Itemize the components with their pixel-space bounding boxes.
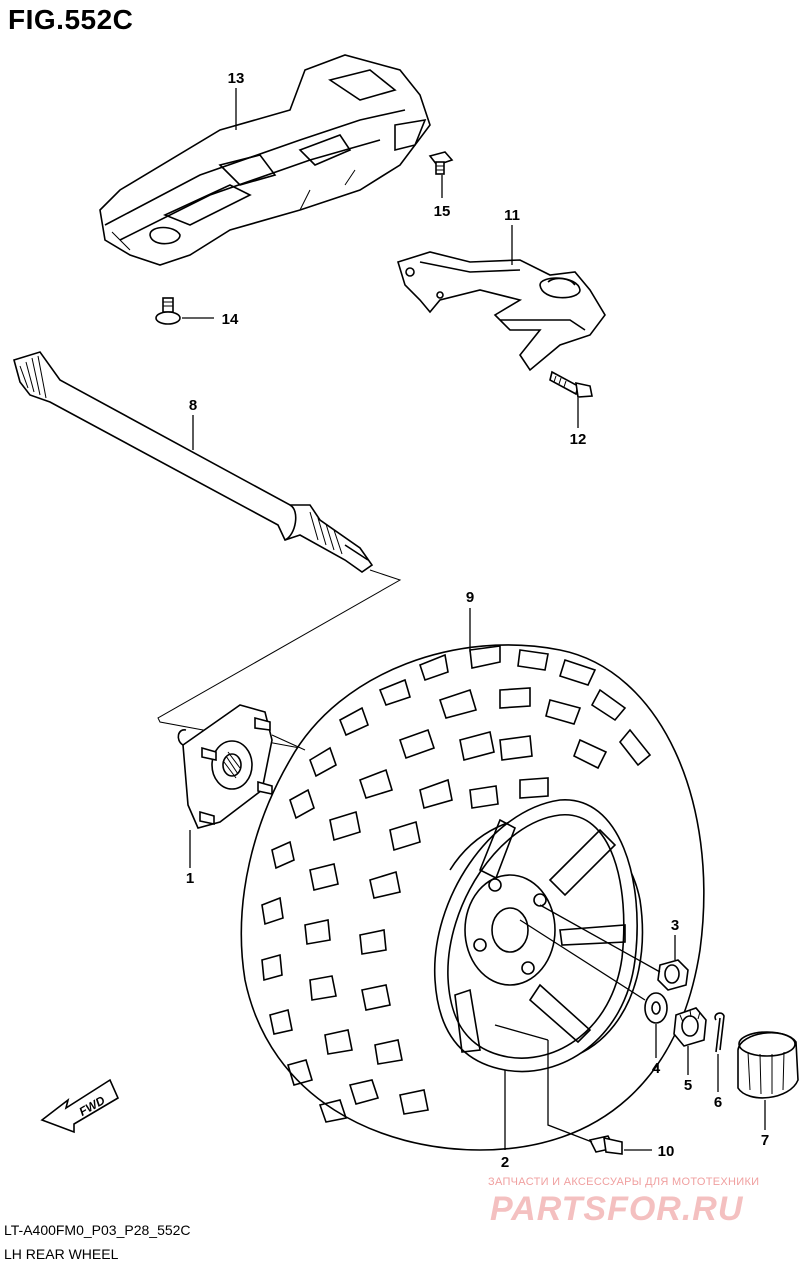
part-1-hub[interactable] — [177, 704, 273, 829]
callout-7: 7 — [761, 1132, 769, 1149]
hub-guide-line — [271, 734, 306, 751]
part-13-skid-plate[interactable] — [99, 54, 431, 266]
callout-15: 15 — [434, 203, 451, 220]
callout-10: 10 — [658, 1143, 675, 1160]
part-10-valve[interactable] — [588, 1135, 623, 1155]
callout-4: 4 — [652, 1060, 661, 1077]
figure-code: LT-A400FM0_P03_P28_552C — [4, 1222, 191, 1238]
part-15-bolt[interactable] — [428, 151, 454, 175]
washer-guide-line — [519, 919, 646, 1001]
watermark-tagline: ЗАПЧАСТИ И АКСЕССУАРЫ ДЛЯ МОТОТЕХНИКИ — [488, 1176, 760, 1188]
callout-6: 6 — [714, 1094, 722, 1111]
part-11-bracket[interactable] — [397, 251, 606, 372]
callout-2: 2 — [501, 1154, 509, 1171]
part-14-bolt[interactable] — [155, 297, 181, 325]
callout-5: 5 — [684, 1077, 692, 1094]
part-12-bolt[interactable] — [549, 370, 593, 398]
part-6-cotter-pin[interactable] — [714, 1012, 725, 1053]
callout-14: 14 — [222, 311, 239, 328]
figure-title: FIG.552C — [8, 4, 134, 35]
part-3-nut[interactable] — [657, 959, 689, 991]
callout-3: 3 — [671, 917, 679, 934]
watermark-logo: PARTSFOR.RU — [490, 1190, 744, 1228]
part-8-drive-shaft[interactable] — [13, 351, 374, 573]
figure-name: LH REAR WHEEL — [4, 1246, 119, 1262]
part-7-hub-cap[interactable] — [737, 1031, 799, 1099]
nut-guide-line — [539, 904, 661, 973]
callout-12: 12 — [570, 431, 587, 448]
callout-11: 11 — [504, 207, 520, 224]
callout-8: 8 — [189, 397, 197, 414]
callout-1: 1 — [186, 870, 194, 887]
part-4-washer[interactable] — [644, 992, 668, 1024]
callout-13: 13 — [228, 70, 245, 87]
valve-guide-line-2 — [494, 1024, 549, 1041]
part-5-castle-nut[interactable] — [673, 1007, 707, 1047]
callout-9: 9 — [466, 589, 474, 606]
part-2-wheel-rim[interactable] — [433, 799, 638, 1073]
fwd-arrow-icon: FWD — [40, 1078, 120, 1134]
valve-guide-line — [547, 1040, 593, 1143]
